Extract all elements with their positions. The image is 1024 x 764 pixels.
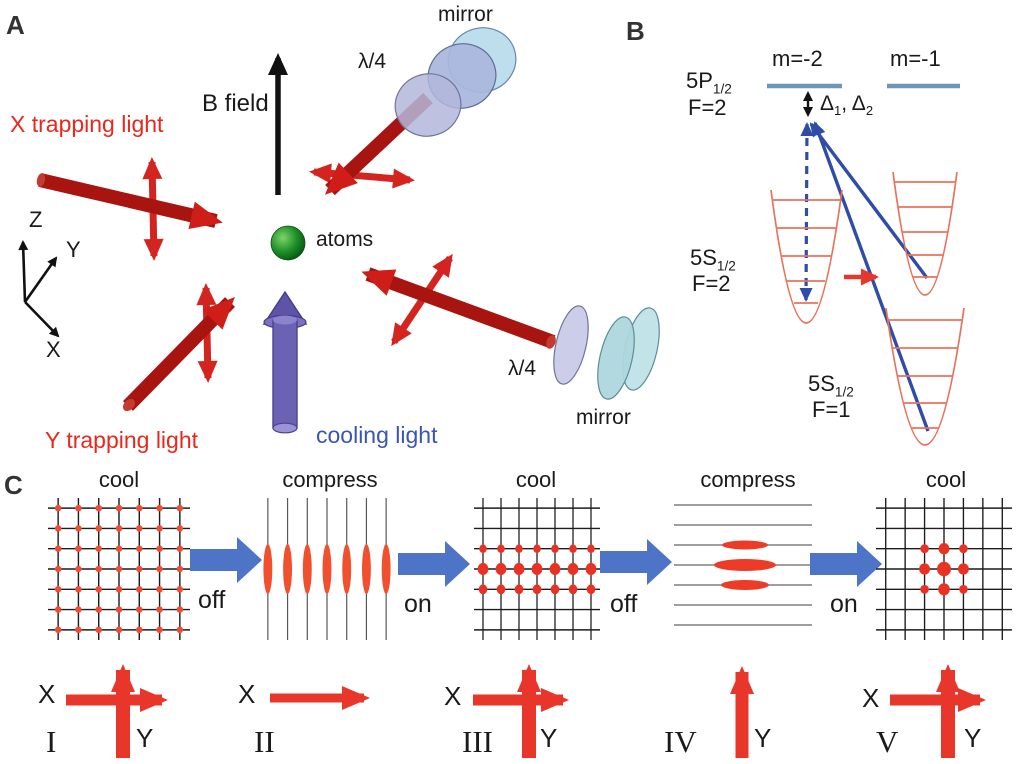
x-trapping-light-label: X trapping light	[10, 111, 164, 137]
beam-configuration-row	[66, 664, 986, 758]
ground-f2-well-left	[770, 189, 843, 324]
stage4-numeral: IV	[664, 724, 697, 759]
stage3-phase-label: cool	[515, 467, 557, 492]
axes-triad	[18, 240, 60, 338]
transition-arrow-4	[810, 541, 882, 587]
stage1-atoms	[54, 504, 184, 634]
stage4-y-label: Y	[754, 723, 772, 753]
stage1-x-label: X	[38, 679, 56, 709]
stage1-phase-label: cool	[98, 467, 140, 492]
b-field-label: B field	[202, 90, 269, 117]
stage5-beams	[890, 664, 986, 758]
panel-b-level-diagram	[767, 83, 965, 446]
stage5-x-label: X	[862, 683, 880, 713]
axis-x-label: X	[46, 337, 61, 362]
x-trapping-beam	[36, 157, 223, 261]
cooling-light-arrow	[262, 290, 308, 434]
bottom-mirror-disc-front	[597, 316, 635, 400]
stage4-atoms	[714, 540, 776, 590]
ground-f2-well-right	[892, 171, 958, 296]
transition3-state-label: off	[610, 590, 638, 618]
stage2-atoms	[263, 544, 391, 594]
quarter-waveplate-bottom-label: λ/4	[508, 357, 537, 380]
ground-f1-well	[885, 307, 965, 446]
cooling-light-label: cooling light	[316, 422, 438, 448]
lower-right-beam	[361, 253, 556, 349]
raman-arrow-f2	[809, 122, 929, 280]
y-trapping-beam	[122, 283, 235, 412]
transition1-state-label: off	[198, 586, 226, 614]
ground-f2-level-label: 5S1/2	[690, 245, 736, 274]
transition-arrow-1	[190, 537, 262, 583]
excited-level-label: 5P1/2	[686, 68, 732, 97]
detuning-label: Δ1, Δ2	[820, 92, 874, 119]
quarter-waveplate-top-label: λ/4	[358, 50, 387, 73]
panel-b-label: B	[626, 16, 645, 46]
stage5-lattice	[876, 498, 1012, 640]
bottom-optics	[553, 305, 660, 400]
panel-a-label: A	[6, 10, 25, 40]
stage3-y-label: Y	[540, 723, 558, 753]
transition-arrow-3	[600, 539, 672, 585]
stage1-beams	[66, 664, 168, 758]
stage3-numeral: III	[462, 724, 493, 759]
stage2-lattice	[263, 498, 391, 640]
atoms-label: atoms	[316, 228, 374, 251]
stage3-x-label: X	[444, 681, 462, 711]
panel-a-illustration	[18, 27, 660, 434]
panel-c-label: C	[4, 470, 23, 500]
stage3-atoms	[477, 544, 597, 595]
mirror-top-label: mirror	[438, 3, 493, 26]
stage5-y-label: Y	[964, 723, 982, 753]
stage5-atoms	[919, 543, 969, 596]
top-optics	[394, 27, 517, 137]
ground-f1-f-label: F=1	[812, 397, 851, 422]
y-trapping-light-label: Y trapping light	[45, 427, 199, 453]
stage4-lattice	[674, 504, 812, 626]
transition4-state-label: on	[830, 590, 858, 618]
stage1-y-label: Y	[136, 723, 154, 753]
excited-level-f-label: F=2	[688, 95, 727, 120]
axis-y-label: Y	[66, 237, 81, 262]
axis-z-label: Z	[29, 207, 43, 232]
stage1-lattice	[48, 498, 190, 640]
stage5-numeral: V	[876, 724, 899, 759]
m-state-right-label: m=-1	[890, 46, 941, 71]
stage4-phase-label: compress	[700, 467, 796, 492]
stage2-numeral: II	[254, 724, 275, 759]
stage2-x-label: X	[238, 679, 256, 709]
transition2-state-label: on	[404, 590, 432, 618]
transition-arrow-2	[398, 541, 470, 587]
stage5-phase-label: cool	[925, 467, 967, 492]
m-state-left-label: m=-2	[772, 46, 823, 71]
stage3-beams	[473, 664, 569, 758]
top-waveplate-disc	[394, 73, 462, 137]
atoms-sphere	[270, 225, 306, 261]
stage1-numeral: I	[46, 724, 57, 759]
ground-f1-level-label: 5S1/2	[808, 371, 854, 400]
stage3-lattice	[474, 498, 600, 640]
ground-f2-f-label: F=2	[692, 271, 731, 296]
mirror-bottom-label: mirror	[576, 406, 631, 429]
bottom-waveplate-disc	[553, 305, 589, 385]
dashed-transition-arrow	[799, 122, 814, 302]
stage2-phase-label: compress	[282, 467, 378, 492]
